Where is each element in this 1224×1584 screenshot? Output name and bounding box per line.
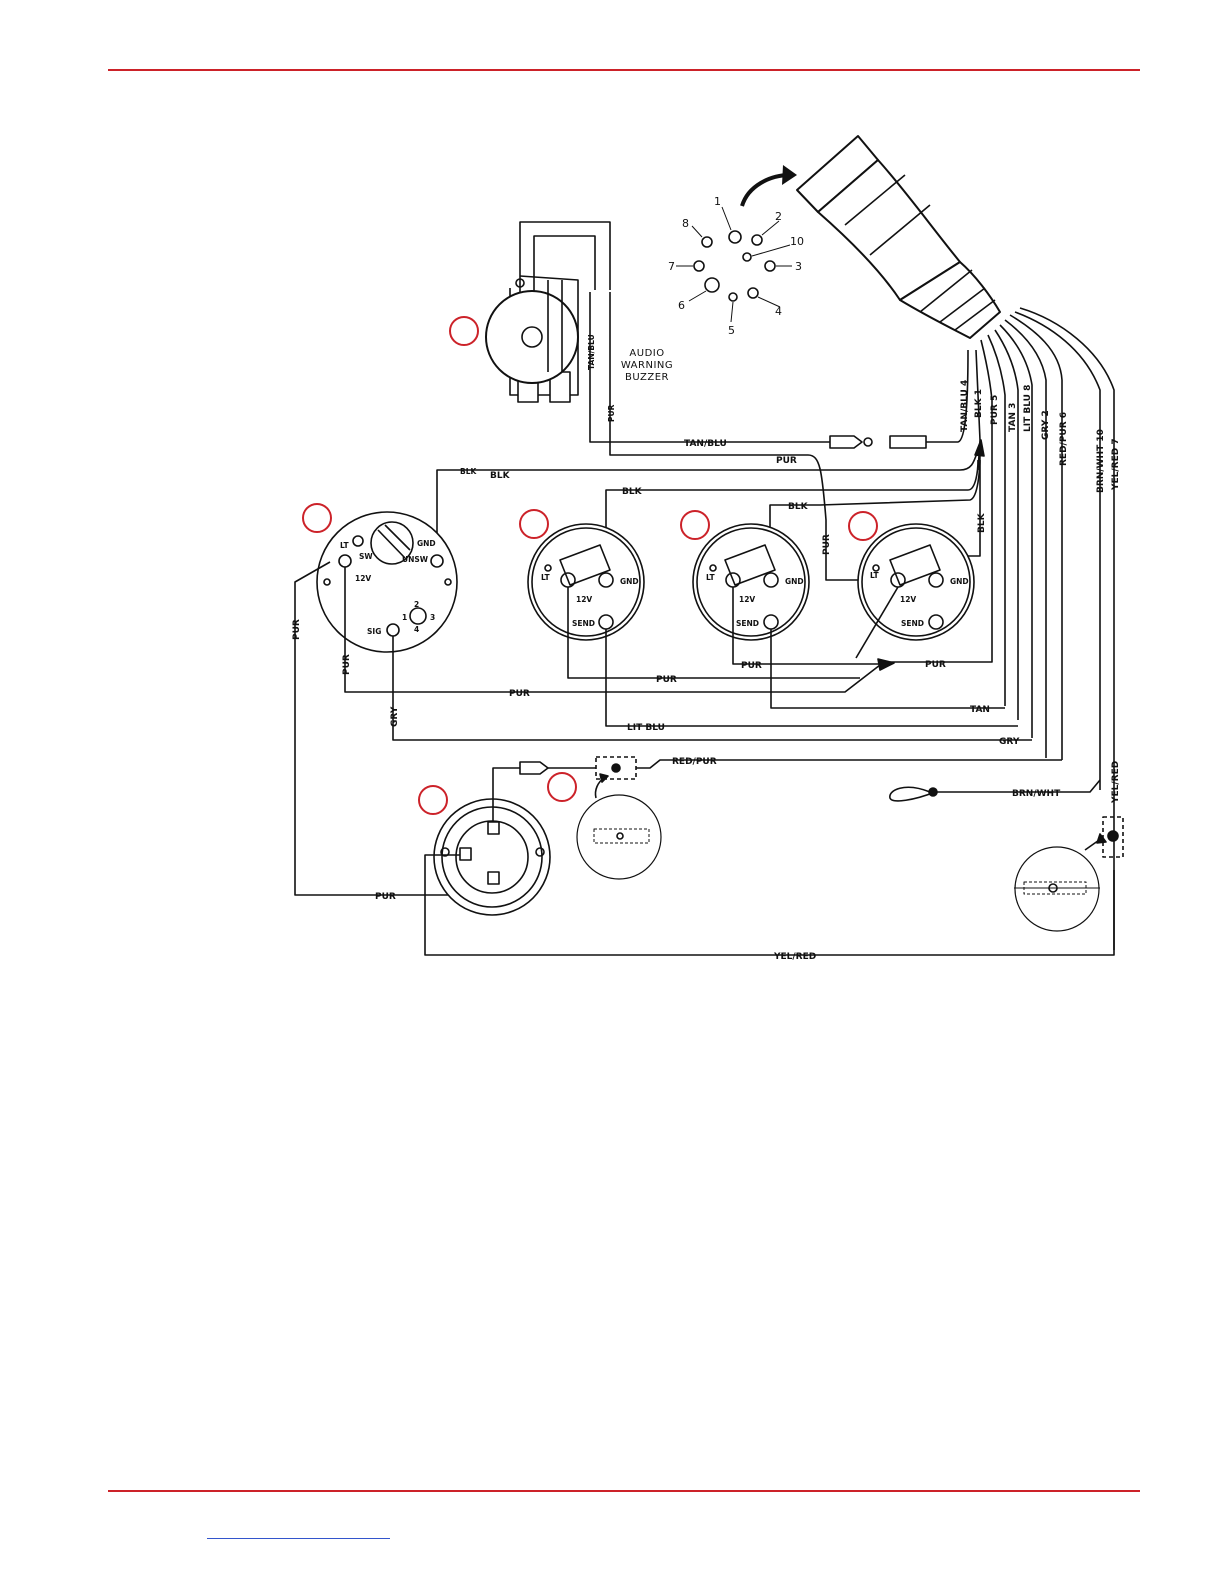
wire-label-yel-red-vertical: YEL/RED xyxy=(1111,761,1121,804)
pin-label-4: 4 xyxy=(775,305,782,318)
wire-label-pur-gauge4: PUR xyxy=(822,534,832,555)
wire-label-blk-small: BLK xyxy=(460,467,477,476)
callout-circle xyxy=(547,772,577,802)
wire-label-tan-blu-vertical: TAN/BLU xyxy=(587,334,596,370)
wire-label-pur-tach: PUR xyxy=(342,654,352,675)
harness-label-pur: PUR 5 xyxy=(990,395,1000,425)
tach-terminal-2: 2 xyxy=(414,600,419,609)
harness-label-yel-red: YEL/RED 7 xyxy=(1111,438,1121,491)
harness-label-tan-blu: TAN/BLU 4 xyxy=(960,380,970,432)
tachometer-gauge xyxy=(316,511,458,653)
wire-label-pur-gauge3: PUR xyxy=(741,661,762,671)
wire-label-red-pur: RED/PUR xyxy=(672,757,717,767)
footer-link-underline[interactable] xyxy=(207,1538,390,1539)
tach-terminal-1: 1 xyxy=(402,613,407,622)
harness-label-brn-wht: BRN/WHT 10 xyxy=(1096,429,1106,493)
harness-label-gry: GRY 2 xyxy=(1041,410,1051,440)
tan-blu-bullet-connector xyxy=(829,349,969,449)
wire-label-tan: TAN xyxy=(970,705,990,715)
wire-label-pur-top: PUR xyxy=(776,456,797,466)
gauge2-terminal-lt: LT xyxy=(541,573,551,582)
gauge2-terminal-gnd: GND xyxy=(620,577,639,586)
gauge4-terminal-send: SEND xyxy=(901,619,924,628)
gauge3-terminal-12v: 12V xyxy=(739,595,755,604)
buzzer-title-line-2: WARNING xyxy=(621,360,673,371)
gauge4-terminal-12v: 12V xyxy=(900,595,916,604)
harness-label-red-pur: RED/PUR 6 xyxy=(1059,412,1069,466)
harness-label-lit-blu: LIT BLU 8 xyxy=(1023,385,1033,432)
buzzer-title-line-1: AUDIO xyxy=(629,348,664,359)
tach-terminal-sig: SIG xyxy=(367,627,381,636)
wire-label-pur-lower: PUR xyxy=(375,892,396,902)
wire-label-blk-gauge2: BLK xyxy=(622,487,643,497)
pin-label-6: 6 xyxy=(678,299,685,312)
tach-terminal-lt: LT xyxy=(340,541,350,550)
tach-terminal-gnd: GND xyxy=(417,539,436,548)
callout-circle xyxy=(848,511,878,541)
wire-label-brn-wht: BRN/WHT xyxy=(1012,789,1061,799)
gauge4-terminal-lt: LT xyxy=(870,571,880,580)
buzzer-title-line-3: BUZZER xyxy=(625,372,669,383)
wire-label-gry-vertical: GRY xyxy=(390,706,400,727)
gauge3-terminal-send: SEND xyxy=(736,619,759,628)
tach-terminal-3: 3 xyxy=(430,613,435,622)
callout-markers xyxy=(302,316,878,815)
harness-plug xyxy=(796,135,1001,339)
wire-label-pur-bus: PUR xyxy=(509,689,530,699)
wire-label-pur-gauge2: PUR xyxy=(656,675,677,685)
wire-label-blk-vertical: BLK xyxy=(977,512,987,533)
callout-circle xyxy=(519,509,549,539)
pin-label-8: 8 xyxy=(682,217,689,230)
pin-label-3: 3 xyxy=(795,260,802,273)
tach-terminal-12v: 12V xyxy=(355,574,371,583)
header-rule xyxy=(108,69,1140,71)
wire-label-yel-red: YEL/RED xyxy=(773,952,816,962)
gauge3-terminal-gnd: GND xyxy=(785,577,804,586)
callout-circle xyxy=(449,316,479,346)
gauge4-terminal-gnd: GND xyxy=(950,577,969,586)
callout-circle xyxy=(302,503,332,533)
tach-terminal-sw: SW xyxy=(359,552,373,561)
wire-label-blk-main: BLK xyxy=(490,471,511,481)
pin-label-7: 7 xyxy=(668,260,675,273)
pin-label-10: 10 xyxy=(790,235,804,248)
wire-label-blk-gauge3: BLK xyxy=(788,502,809,512)
pin-label-5: 5 xyxy=(728,324,735,337)
callout-circle xyxy=(680,510,710,540)
pin-label-1: 1 xyxy=(714,195,721,208)
wire-label-gry: GRY xyxy=(999,737,1020,747)
gauge2-terminal-send: SEND xyxy=(572,619,595,628)
gauge-four xyxy=(857,523,975,641)
wire-label-pur-right: PUR xyxy=(925,660,946,670)
warning-buzzer xyxy=(485,221,611,403)
harness-label-blk: BLK 1 xyxy=(974,389,984,418)
connector-pin-face xyxy=(676,206,792,323)
callout-circle xyxy=(418,785,448,815)
pin-label-2: 2 xyxy=(775,210,782,223)
wire-label-pur-vertical: PUR xyxy=(607,404,616,422)
footer-rule xyxy=(108,1490,1140,1492)
wire-label-tan-blu: TAN/BLU xyxy=(684,439,727,449)
tach-terminal-unsw: UNSW xyxy=(402,555,429,564)
tach-terminal-4: 4 xyxy=(414,625,419,634)
wire-label-lit-blu: LIT BLU xyxy=(627,723,665,733)
gauge3-terminal-lt: LT xyxy=(706,573,716,582)
lower-gauge xyxy=(433,798,551,916)
gauge2-terminal-12v: 12V xyxy=(576,595,592,604)
harness-label-tan: TAN 3 xyxy=(1008,403,1018,432)
wire-label-pur-left: PUR xyxy=(292,619,302,640)
